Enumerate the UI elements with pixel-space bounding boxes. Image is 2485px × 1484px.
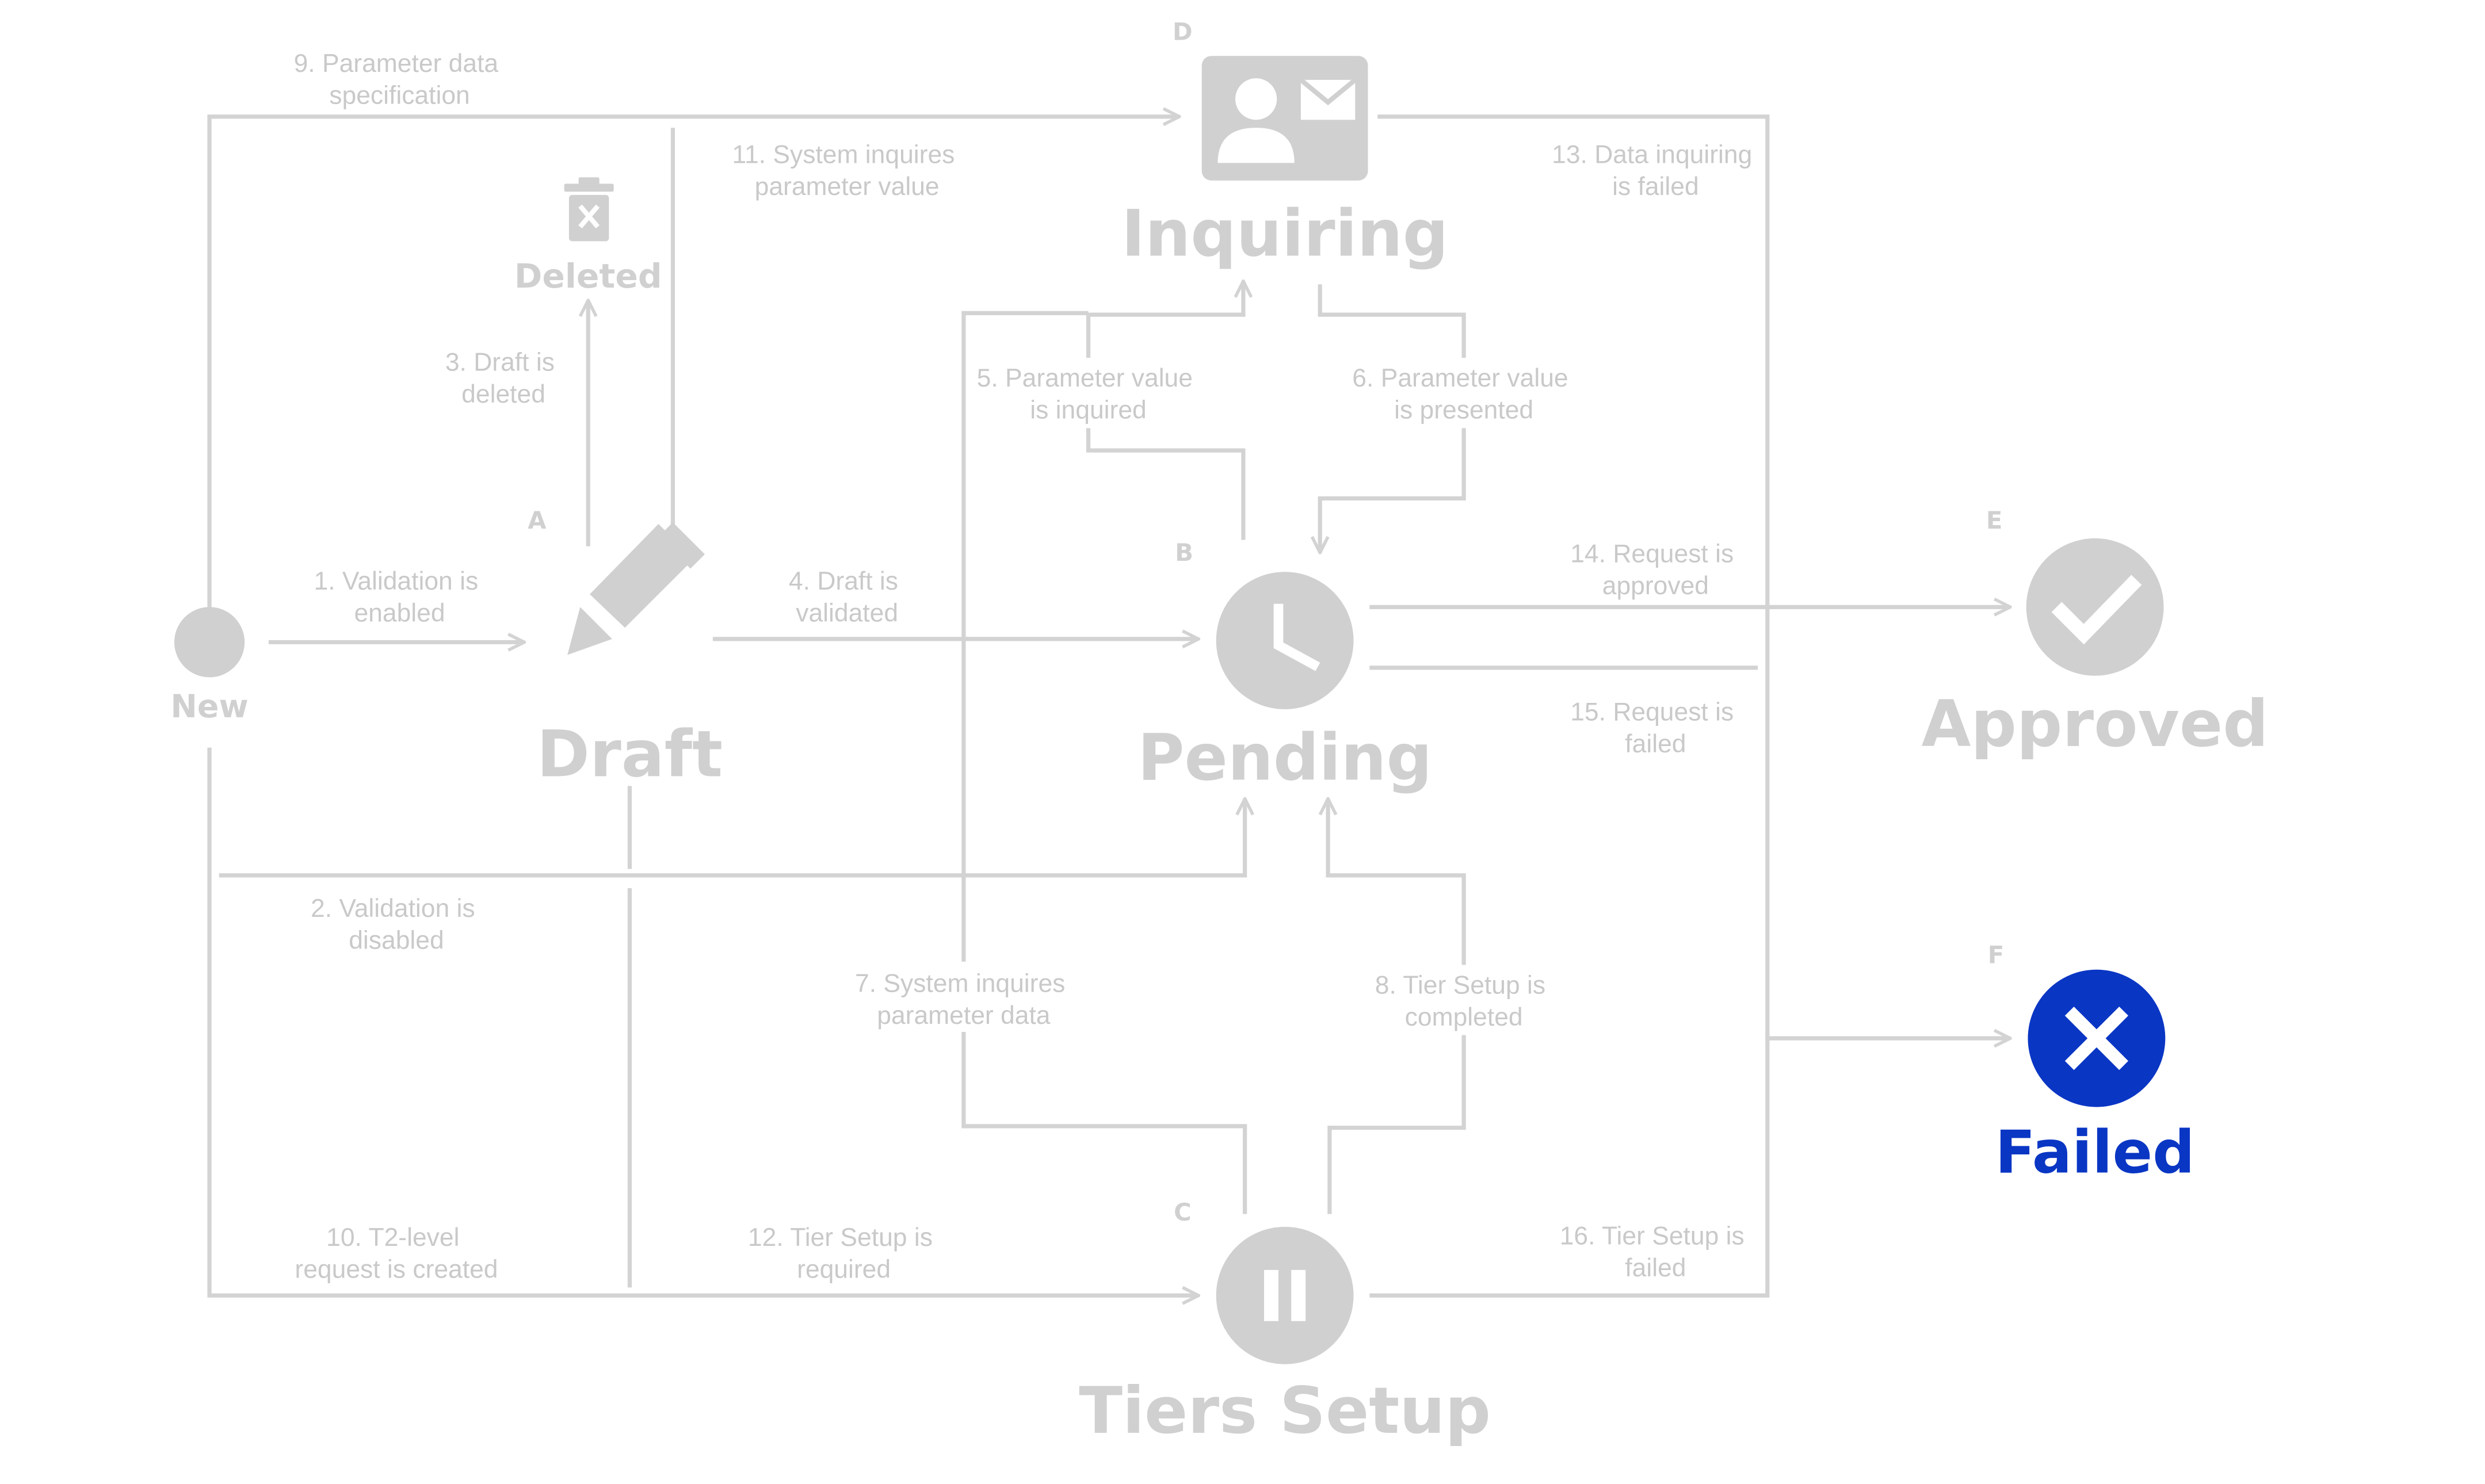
edge-tiers-to-inquiring <box>961 311 1247 1214</box>
transition-label-line: is failed <box>1612 173 1699 201</box>
state-letter: E <box>1986 506 2002 534</box>
transition-label-line: 16. Tier Setup is <box>1560 1222 1745 1250</box>
state-letter: A <box>528 506 547 534</box>
transition-label: 6. Parameter value is presented <box>1352 364 1575 424</box>
filled-circle-icon <box>174 607 245 678</box>
transition-label: 14. Request is approved <box>1570 540 1740 601</box>
state-label: Tiers Setup <box>1079 1374 1491 1448</box>
transition-label-line: required <box>797 1256 891 1284</box>
state-label: Pending <box>1137 721 1432 795</box>
transition-label-line: failed <box>1625 1254 1686 1282</box>
transition-label-line: failed <box>1625 730 1686 758</box>
transition-label: 4. Draft is validated <box>789 567 905 628</box>
clock-icon <box>1216 572 1354 710</box>
transition-label: 7. System inquires parameter data <box>855 970 1072 1030</box>
transition-label-line: is presented <box>1394 396 1533 424</box>
transition-label-line: 4. Draft is <box>789 567 898 595</box>
state-letter: D <box>1173 17 1193 45</box>
transition-label-line: disabled <box>349 927 444 955</box>
transition-label-line: parameter value <box>755 173 940 201</box>
transition-label: 5. Parameter value is inquired <box>977 364 1200 424</box>
state-pending: B Pending <box>1137 538 1432 795</box>
edge-new-to-tiers <box>207 747 1198 1296</box>
transition-label-line: 6. Parameter value <box>1352 364 1568 392</box>
state-approved: E Approved <box>1921 506 2268 762</box>
state-label: Failed <box>1995 1118 2195 1187</box>
edge-new-to-inquiring <box>207 117 1179 615</box>
edge-tiers-to-failed <box>1369 1038 1770 1298</box>
transition-label: 15. Request is failed <box>1570 698 1740 759</box>
transition-label: 13. Data inquiring is failed <box>1552 140 1759 201</box>
transition-label-line: validated <box>796 599 898 627</box>
state-letter: B <box>1175 538 1193 567</box>
transition-label-line: deleted <box>461 380 545 408</box>
state-label: Inquiring <box>1121 197 1449 271</box>
state-draft: A Draft <box>528 506 723 791</box>
state-new: New <box>170 607 249 725</box>
edge-inquiring-to-failed <box>1377 114 2010 1038</box>
transition-label: 2. Validation is disabled <box>311 894 482 955</box>
transition-label-line: parameter data <box>877 1001 1051 1030</box>
close-icon <box>2028 969 2166 1107</box>
transition-label-line: 15. Request is <box>1570 698 1734 726</box>
transition-label-line: 11. System inquires <box>732 140 955 169</box>
checkmark-icon <box>2026 538 2164 676</box>
transition-label-line: 14. Request is <box>1570 540 1734 568</box>
transition-label-line: 7. System inquires <box>855 970 1065 998</box>
transition-label-line: 13. Data inquiring <box>1552 140 1752 169</box>
transition-label-line: 3. Draft is <box>445 348 555 376</box>
transition-label: 16. Tier Setup is failed <box>1560 1222 1751 1282</box>
transition-label-line: completed <box>1405 1003 1523 1031</box>
transition-label: 10. T2-level request is created <box>295 1223 498 1284</box>
transition-label-line: 8. Tier Setup is <box>1375 971 1545 999</box>
state-label: Draft <box>537 718 723 792</box>
state-tiers-setup: C Tiers Setup <box>1079 1198 1491 1448</box>
transition-label-line: 10. T2-level <box>326 1223 459 1252</box>
label-backgrounds <box>847 358 1586 1035</box>
state-failed: F Failed <box>1988 941 2195 1187</box>
transition-label-line: request is created <box>295 1256 498 1284</box>
transition-label-line: enabled <box>354 599 445 627</box>
transition-label: 11. System inquires parameter value <box>732 140 962 201</box>
transition-label-line: specification <box>329 82 469 110</box>
transition-label: 8. Tier Setup is completed <box>1375 971 1553 1031</box>
state-deleted: Deleted <box>514 177 662 296</box>
state-letter: F <box>1988 941 2004 969</box>
state-letter: C <box>1174 1198 1192 1226</box>
pencil-icon <box>567 522 705 655</box>
transition-label-line: 1. Validation is <box>314 567 479 595</box>
transition-label-line: 5. Parameter value <box>977 364 1193 392</box>
transition-label: 3. Draft is deleted <box>445 348 562 408</box>
pause-icon <box>1216 1226 1354 1364</box>
transition-label: 9. Parameter data specification <box>294 49 506 110</box>
state-inquiring: D Inquiring <box>1121 17 1449 271</box>
transition-label: 12. Tier Setup is required <box>748 1223 940 1284</box>
state-label: New <box>170 688 248 725</box>
edge-labels: 9. Parameter data specification 11. Syst… <box>294 49 1759 1284</box>
transition-label: 1. Validation is enabled <box>314 567 486 628</box>
state-label: Deleted <box>514 257 662 296</box>
transition-label-line: 2. Validation is <box>311 894 475 923</box>
contact-card-icon <box>1201 56 1368 181</box>
state-label: Approved <box>1921 687 2268 762</box>
transition-label-line: is inquired <box>1030 396 1146 424</box>
transition-label-line: 12. Tier Setup is <box>748 1223 933 1252</box>
transition-label-line: 9. Parameter data <box>294 49 499 78</box>
edges <box>207 114 2010 1298</box>
trash-icon <box>564 177 614 242</box>
transition-label-line: approved <box>1602 572 1709 600</box>
edge-new-to-pending <box>219 799 1245 878</box>
